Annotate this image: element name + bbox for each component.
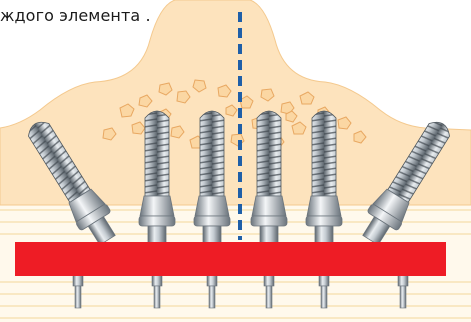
caption-text: ждого элемента . <box>0 6 151 25</box>
red-bar <box>15 242 446 276</box>
